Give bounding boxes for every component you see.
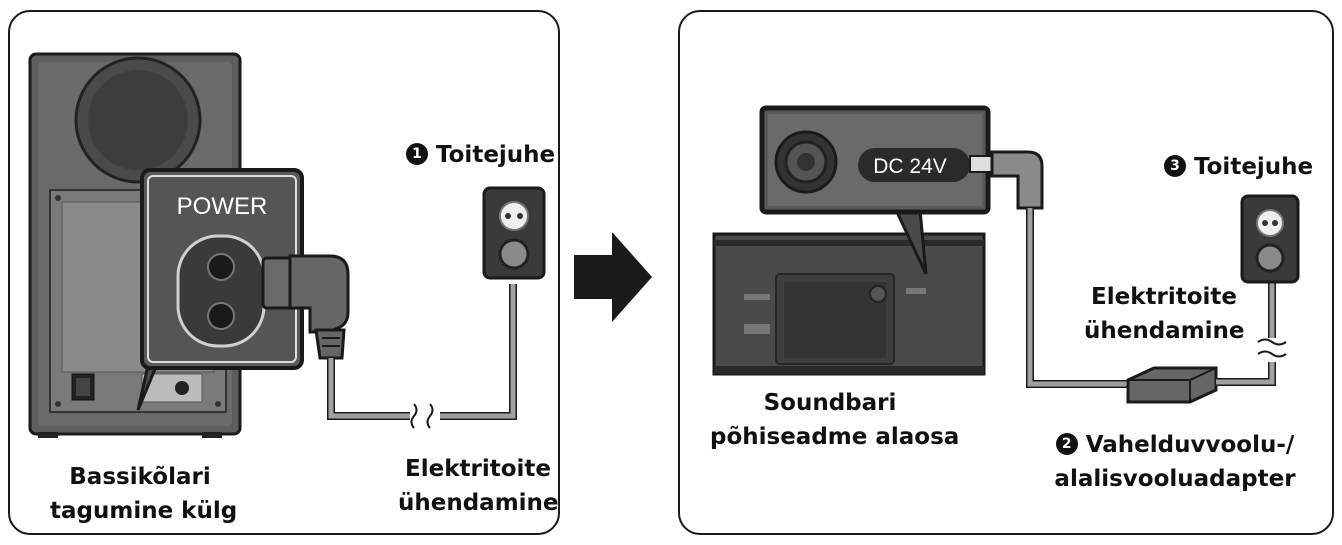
plug-strain: [314, 328, 346, 360]
dc-plug-tip: [969, 155, 995, 173]
outlet-caption: Elektritoite ühendamine: [1084, 284, 1245, 344]
jack: [175, 381, 189, 395]
dc-cable: [1027, 208, 1136, 387]
marker-1: 1: [406, 142, 428, 165]
arrow-right-icon: [574, 232, 652, 322]
power-label: POWER: [177, 193, 268, 220]
dc-plug-body: [990, 150, 1044, 210]
wall-plug: [498, 238, 530, 270]
power-cable: [328, 358, 410, 419]
outlet-caption: Elektritoite ühendamine: [398, 456, 559, 516]
cable-break: [410, 403, 418, 429]
dc-port-label-bg: [858, 148, 970, 182]
dc-label: DC 24V: [873, 155, 947, 178]
marker-3: 3: [1164, 154, 1186, 177]
marker-2: 2: [1055, 432, 1078, 455]
subwoofer-diagram: POWER: [28, 52, 546, 438]
soundbar-diagram: DC 24V: [712, 105, 1300, 404]
cable-break: [1257, 338, 1287, 346]
wall-plug: [1255, 243, 1285, 273]
adapter-box: [1126, 366, 1218, 404]
subwoofer-caption: Bassikõlari tagumine külg: [50, 464, 238, 524]
soundbar-caption: Soundbari põhiseadme alaosa: [710, 390, 960, 450]
speaker-cone-inner: [88, 70, 188, 170]
